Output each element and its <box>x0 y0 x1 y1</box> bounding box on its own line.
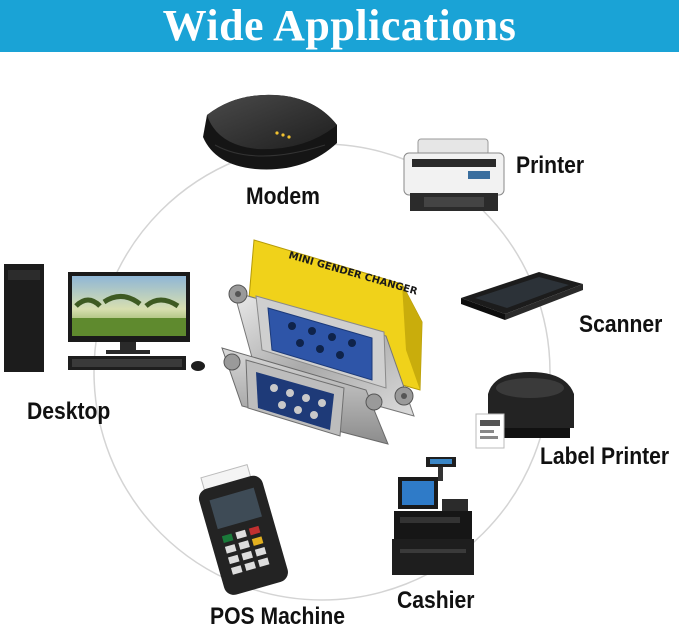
label-printer-icon <box>475 372 574 449</box>
scanner-icon <box>461 272 583 320</box>
label-desktop: Desktop <box>27 398 111 425</box>
label-scanner: Scanner <box>579 311 663 338</box>
label-label-printer: Label Printer <box>540 443 670 470</box>
banner-title: Wide Applications <box>0 0 679 52</box>
cashier-icon <box>392 457 474 575</box>
label-cashier: Cashier <box>397 587 475 614</box>
label-printer: Printer <box>516 152 585 179</box>
printer-icon <box>403 138 505 211</box>
pos-machine-icon <box>198 463 288 595</box>
modem-icon <box>203 94 337 170</box>
label-pos-machine: POS Machine <box>210 603 345 630</box>
desktop-icon <box>4 264 205 372</box>
db9-gender-changer-icon: MINI GENDER CHANGER <box>221 239 423 445</box>
label-modem: Modem <box>246 183 320 210</box>
